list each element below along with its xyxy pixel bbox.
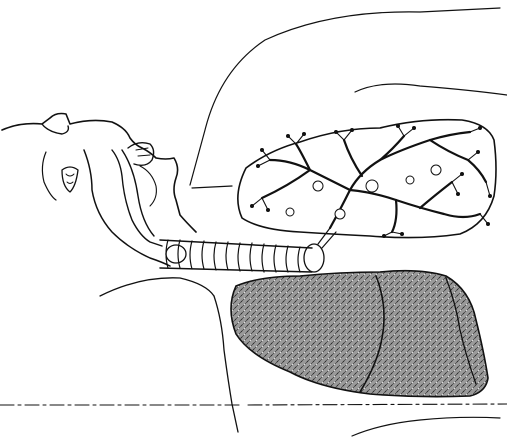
- mouth-outline: [128, 143, 154, 166]
- lower-lung: [231, 271, 488, 397]
- tongue-outline: [140, 166, 156, 206]
- eye-outline: [62, 167, 78, 192]
- nose-outline: [42, 124, 68, 134]
- sheet-line: [352, 417, 500, 436]
- shoulder-outline: [355, 84, 507, 95]
- shoulder-curve: [100, 278, 214, 296]
- jaw-line: [84, 150, 170, 266]
- bed-line: [0, 404, 507, 405]
- trachea: [160, 228, 336, 272]
- cheek-line: [42, 152, 56, 200]
- upper-lung: [238, 120, 496, 238]
- eye-detail: [66, 174, 74, 184]
- head-profile: [2, 114, 196, 233]
- neck-pillow-edge: [192, 186, 232, 188]
- pillow-outline: [190, 8, 500, 185]
